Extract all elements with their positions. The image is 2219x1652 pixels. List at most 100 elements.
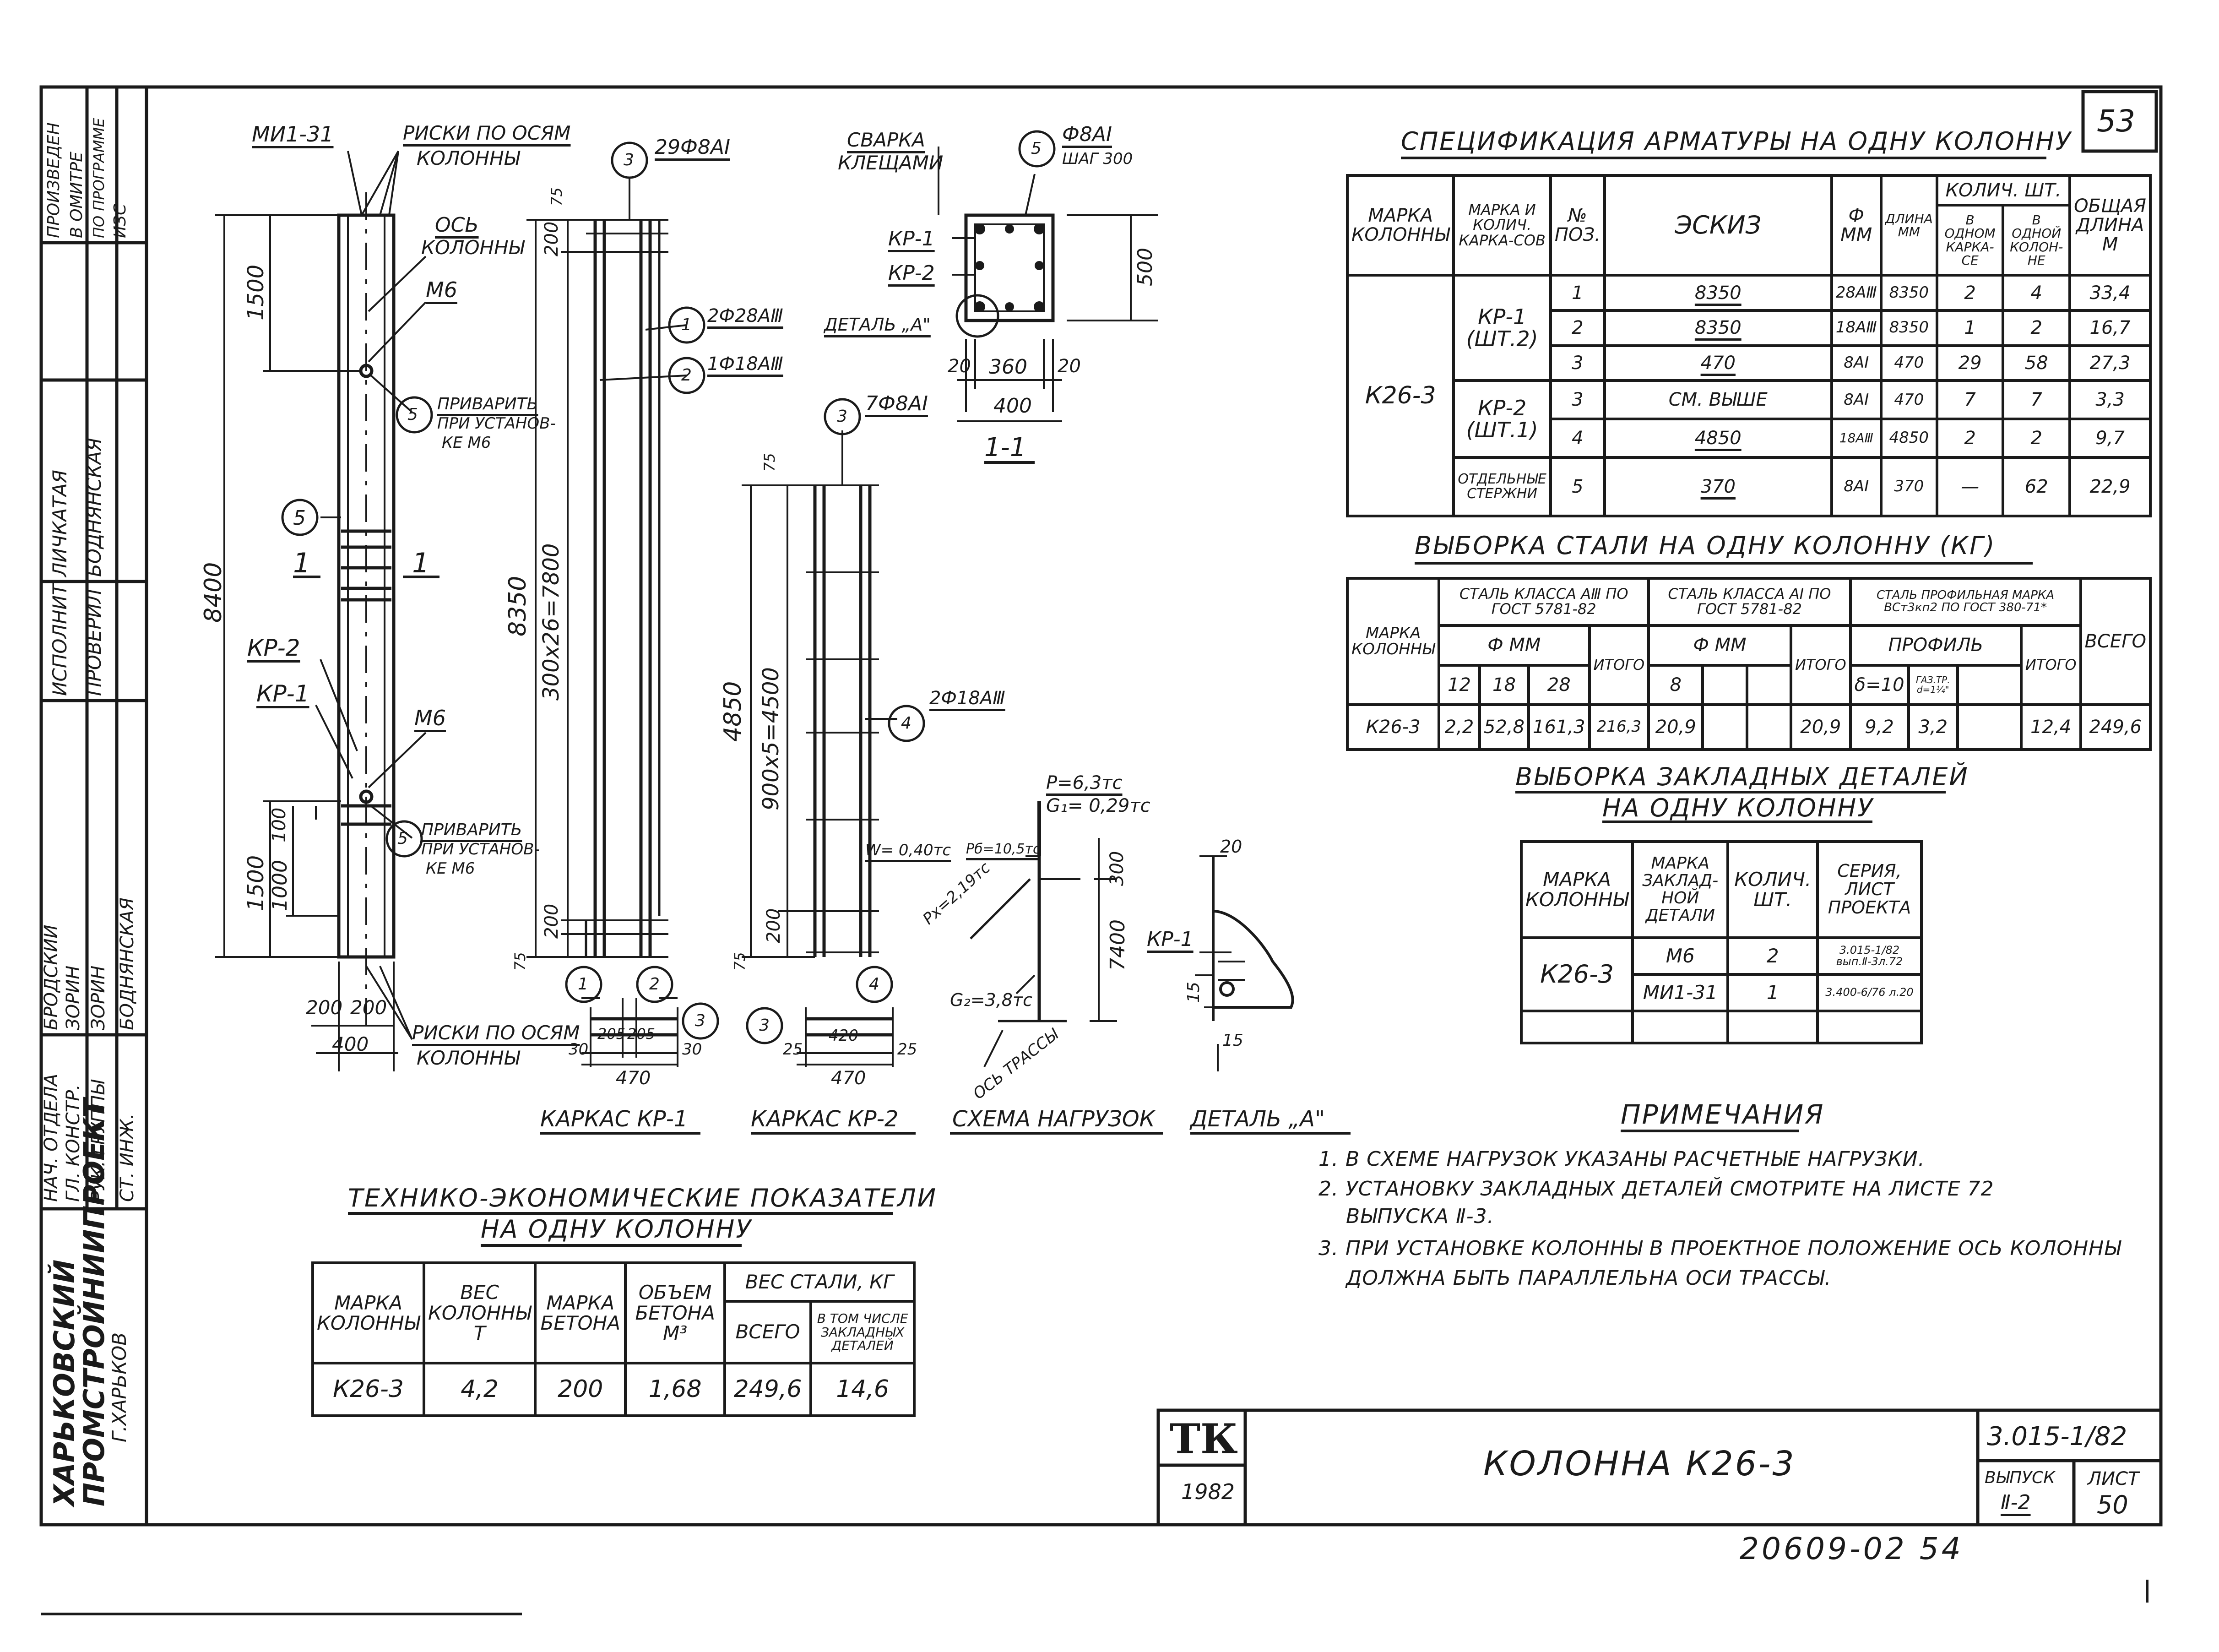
steel-table: МАРКА КОЛОННЫ СТАЛЬ КЛАССА АⅢ ПО ГОСТ 57… xyxy=(1346,576,2152,751)
produced-line2: В ОМИТРЕ xyxy=(67,152,86,238)
kr1-dim-75b: 75 xyxy=(511,952,529,971)
kr2-pos4-circle: 4 xyxy=(901,714,911,733)
spec-sketch: 470 xyxy=(1603,344,1833,382)
spec-cell: 33,4 xyxy=(2068,274,2152,312)
emb-detail: М6 xyxy=(1631,936,1730,976)
tep-h-ves: ВЕС КОЛОННЫ Т xyxy=(423,1261,537,1365)
name-zorin-1: ЗОРИН xyxy=(63,965,84,1030)
pos5-top: 5 xyxy=(407,405,418,424)
tep-table: МАРКА КОЛОННЫ ВЕС КОЛОННЫ Т МАРКА БЕТОНА… xyxy=(311,1261,916,1417)
label-privarit-bot-1: ПРИВАРИТЬ xyxy=(421,821,522,839)
steel-val: 9,2 xyxy=(1849,703,1910,751)
pos5-bottom: 5 xyxy=(397,829,408,848)
role-executor: ИСПОЛНИТ. xyxy=(49,577,71,696)
spec-h-kolich: КОЛИЧ. ШТ. xyxy=(1935,174,2072,207)
column-elevation xyxy=(215,151,439,1071)
embedded-title-2: НА ОДНУ КОЛОННУ xyxy=(1602,793,1874,822)
emb-qty: 1 xyxy=(1726,973,1819,1012)
section-mark-left: 1 xyxy=(293,547,311,579)
kr2-sec-dim-2: 420 xyxy=(829,1027,858,1045)
label-privarit-bot-3: КЕ М6 xyxy=(426,859,475,878)
kr1-sec-pos3: 3 xyxy=(695,1011,705,1030)
steel-h-prof: СТАЛЬ ПРОФИЛЬНАЯ МАРКА ВСт3кп2 ПО ГОСТ 3… xyxy=(1849,577,2082,627)
kr2-pos4-text: 2Ф18АⅢ xyxy=(929,688,1005,709)
name-executor: ЛИЧКАТАЯ xyxy=(49,470,71,577)
note-2: 2. УСТАНОВКУ ЗАКЛАДНЫХ ДЕТАЛЕЙ СМОТРИТЕ … xyxy=(1318,1177,1994,1201)
spec-cell: 8АI xyxy=(1830,344,1883,382)
spec-cell: 2 xyxy=(2002,418,2072,459)
sec-svarka: СВАРКА xyxy=(847,129,925,151)
sec-kr1: КР-1 xyxy=(888,227,935,250)
spec-cell: 7 xyxy=(1935,379,2005,421)
sec-dim-20-left: 20 xyxy=(948,356,971,377)
load-scheme xyxy=(970,801,1117,1067)
kr1-sec-pos2: 2 xyxy=(649,975,660,994)
sec-pos5-text: Ф8АI xyxy=(1062,123,1112,146)
kr2-sec-pos3: 3 xyxy=(759,1016,770,1035)
steel-h-phi-a1: Ф ММ xyxy=(1647,624,1792,667)
steel-h-itogo-a3: ИТОГО xyxy=(1588,624,1650,706)
spec-cell: — xyxy=(1935,456,2005,518)
section-mark-right: 1 xyxy=(412,547,430,579)
embedded-table: МАРКА КОЛОННЫ МАРКА ЗАКЛАД-НОЙ ДЕТАЛИ КО… xyxy=(1519,840,1923,1044)
tep-h-vsego: ВСЕГО xyxy=(723,1299,813,1365)
spec-cell: 370 xyxy=(1879,456,1938,518)
sec-pos5-circle: 5 xyxy=(1031,139,1042,158)
kr1-dim-200: 200 xyxy=(541,221,562,256)
sec-shag: ШАГ 300 xyxy=(1062,150,1133,168)
spec-cell: 1 xyxy=(1549,274,1606,312)
steel-val xyxy=(1745,703,1792,751)
tep-val-obem: 1,68 xyxy=(624,1362,726,1417)
steel-val: 20,9 xyxy=(1789,703,1852,751)
spec-h-karkas: МАРКА И КОЛИЧ. КАРКА-СОВ xyxy=(1452,174,1552,277)
spec-cell: 3 xyxy=(1549,379,1606,421)
embedded-title-1: ВЫБОРКА ЗАКЛАДНЫХ ДЕТАЛЕЙ xyxy=(1515,762,1969,791)
spec-h-obshaya: ОБЩАЯ ДЛИНА М xyxy=(2068,174,2152,277)
spec-sketch: 8350 xyxy=(1603,309,1833,347)
steel-mark: К26-3 xyxy=(1346,703,1441,751)
kr2-dim-75b: 75 xyxy=(731,952,749,971)
kr1-sec-dim-3: 205 xyxy=(627,1025,656,1043)
kr1-pos2-text: 1Ф18АⅢ xyxy=(707,353,783,375)
tep-val-vsego: 249,6 xyxy=(723,1362,813,1417)
spec-cell: 2 xyxy=(1935,418,2005,459)
tb-name: КОЛОННА К26-3 xyxy=(1483,1444,1796,1484)
steel-val xyxy=(1701,703,1748,751)
tb-sheet-label: ЛИСТ xyxy=(2088,1468,2139,1489)
kr2-sec-470: 470 xyxy=(831,1068,866,1089)
load-pb: Pб=10,5тс xyxy=(966,841,1041,857)
load-g1: G₁= 0,29тс xyxy=(1046,795,1150,816)
kr2-sec-dim-3: 25 xyxy=(897,1040,917,1059)
role-senior-eng: СТ. ИНЖ. xyxy=(117,1113,138,1202)
spec-h-pos: № ПОЗ. xyxy=(1549,174,1606,277)
detail-title: ДЕТАЛЬ „А" xyxy=(1190,1106,1325,1132)
spec-cell: 27,3 xyxy=(2068,344,2152,382)
title-block-frame xyxy=(1156,1408,2163,1527)
tep-h-marka: МАРКА КОЛОННЫ xyxy=(311,1261,426,1365)
tep-h-stal: ВЕС СТАЛИ, КГ xyxy=(723,1261,916,1303)
name-zorin-2: ЗОРИН xyxy=(88,965,109,1030)
spec-cell: 2 xyxy=(1935,274,2005,312)
spec-cell: 29 xyxy=(1935,344,2005,382)
spec-cell: 58 xyxy=(2002,344,2072,382)
tep-val-zakl: 14,6 xyxy=(809,1362,916,1417)
emb-h-detail: МАРКА ЗАКЛАД-НОЙ ДЕТАЛИ xyxy=(1631,840,1730,939)
name-brodsky: БРОДСКИЙ xyxy=(41,924,62,1030)
role-group-lead: РУК. ГРУППЫ xyxy=(88,1080,109,1202)
produced-line4: ИЗС xyxy=(111,203,130,238)
dim-1000: 1000 xyxy=(268,860,292,911)
spec-cell: 470 xyxy=(1879,379,1938,421)
spec-cell: 2 xyxy=(2002,309,2072,347)
spec-karkas-kr1: КР-1 (ШТ.2) xyxy=(1452,274,1552,382)
spec-cell: 5 xyxy=(1549,456,1606,518)
role-head-dept: НАЧ. ОТДЕЛА xyxy=(41,1073,62,1202)
tk-logo: ТК xyxy=(1170,1415,1238,1463)
spec-cell: 16,7 xyxy=(2068,309,2152,347)
steel-h-blank-1 xyxy=(1701,663,1748,706)
sec-dim-400: 400 xyxy=(993,394,1032,418)
steel-val: 52,8 xyxy=(1478,703,1530,751)
spec-cell: 8350 xyxy=(1879,309,1938,347)
steel-h-total: ВСЕГО xyxy=(2079,576,2152,706)
spec-cell: 62 xyxy=(2002,456,2072,518)
steel-h-itogo-a1: ИТОГО xyxy=(1789,624,1852,706)
